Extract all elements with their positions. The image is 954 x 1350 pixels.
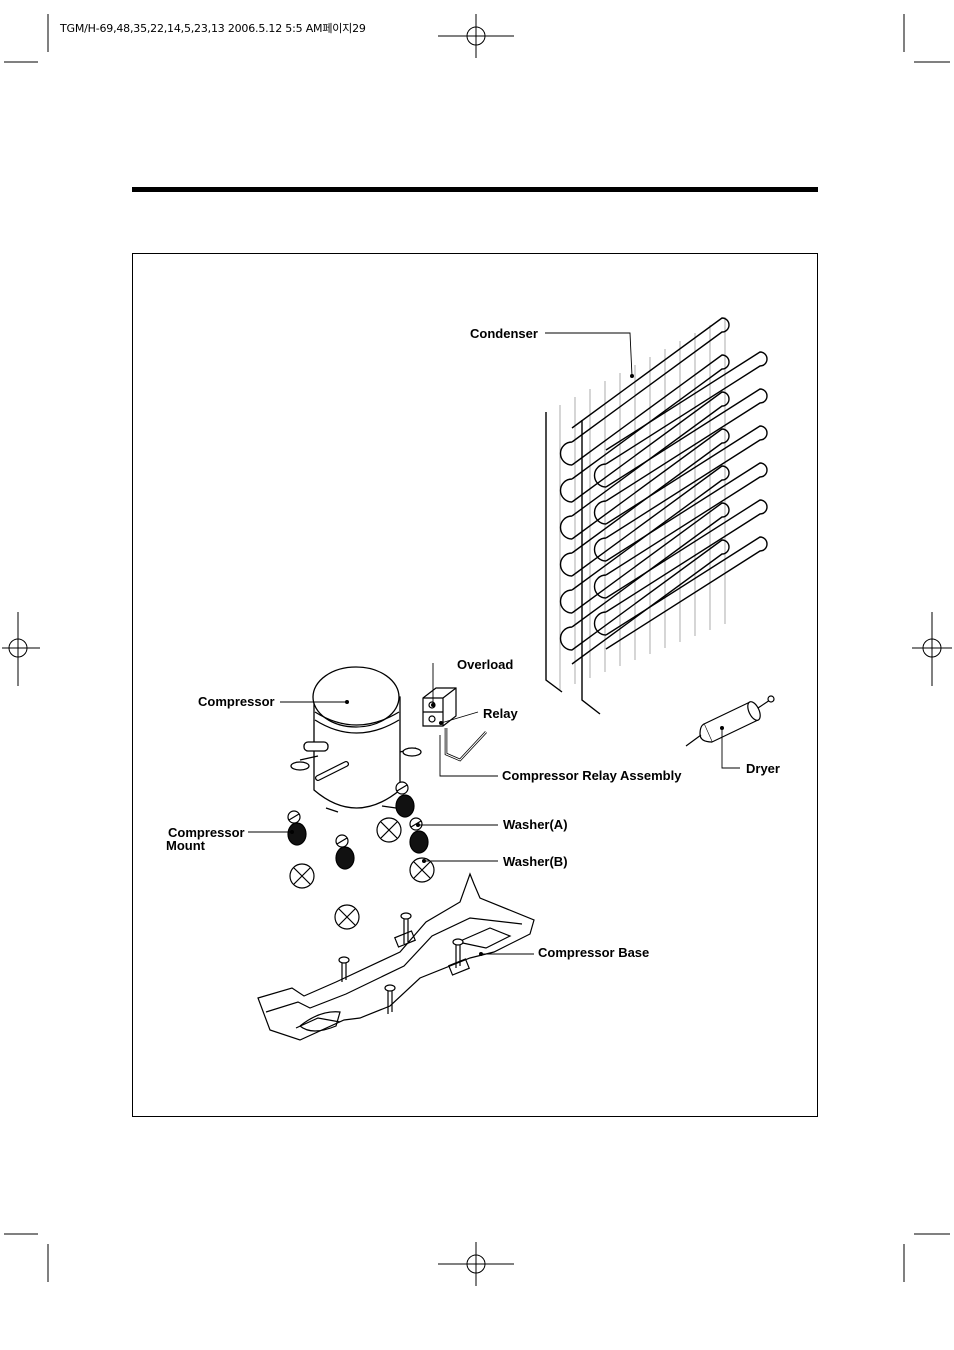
label-relay: Relay <box>483 706 518 721</box>
label-condenser: Condenser <box>470 326 538 341</box>
label-compressor-relay-assembly: Compressor Relay Assembly <box>502 768 682 783</box>
relay-overload-illustration <box>423 688 486 760</box>
rubber-mount <box>288 823 306 845</box>
compressor-base-illustration <box>258 874 534 1040</box>
rubber-mount <box>336 847 354 869</box>
label-washer-b: Washer(B) <box>503 854 568 869</box>
label-compressor-base: Compressor Base <box>538 945 649 960</box>
condenser-illustration <box>546 317 767 714</box>
condenser-coil <box>561 318 730 664</box>
label-dryer: Dryer <box>746 761 780 776</box>
label-overload: Overload <box>457 657 513 672</box>
label-compressor: Compressor <box>198 694 275 709</box>
label-compressor-mount-line2: Mount <box>166 838 206 853</box>
rubber-mount <box>410 831 428 853</box>
label-washer-a: Washer(A) <box>503 817 568 832</box>
rubber-mount <box>396 795 414 817</box>
dryer-illustration <box>686 696 774 746</box>
condenser-coil <box>595 352 768 649</box>
